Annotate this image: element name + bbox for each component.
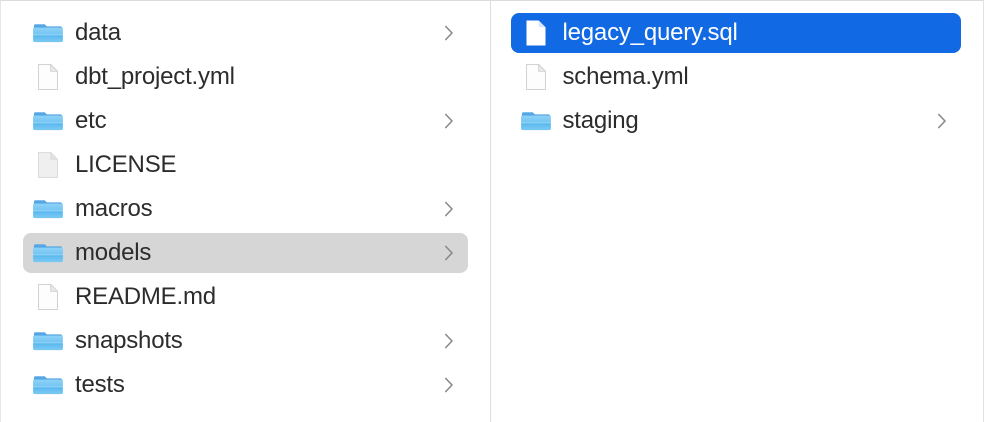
- folder-row[interactable]: tests: [23, 365, 468, 405]
- item-label: macros: [75, 195, 153, 222]
- folder-row[interactable]: models: [23, 233, 468, 273]
- document-icon: [521, 18, 551, 48]
- chevron-right-icon: [442, 23, 456, 43]
- chevron-right-icon: [442, 331, 456, 351]
- folder-icon: [33, 370, 63, 400]
- finder-column-child[interactable]: legacy_query.sql schema.yml staging: [490, 1, 983, 422]
- item-label: data: [75, 19, 121, 46]
- file-row[interactable]: README.md: [23, 277, 468, 317]
- folder-icon: [33, 326, 63, 356]
- folder-row[interactable]: data: [23, 13, 468, 53]
- item-label: staging: [562, 107, 639, 134]
- item-label: legacy_query.sql: [562, 19, 738, 46]
- chevron-right-icon: [442, 375, 456, 395]
- folder-row[interactable]: snapshots: [23, 321, 468, 361]
- chevron-right-icon: [442, 199, 456, 219]
- item-label: README.md: [75, 283, 216, 310]
- chevron-right-icon: [442, 243, 456, 263]
- folder-row[interactable]: macros: [23, 189, 468, 229]
- folder-row[interactable]: staging: [511, 101, 962, 141]
- document-icon: [33, 62, 63, 92]
- file-row[interactable]: legacy_query.sql: [510, 13, 961, 53]
- item-label: LICENSE: [75, 151, 177, 178]
- item-label: models: [75, 239, 152, 266]
- document-icon: [33, 282, 63, 312]
- item-label: snapshots: [75, 327, 183, 354]
- folder-icon: [520, 106, 551, 136]
- folder-icon: [33, 18, 63, 48]
- generic-document-icon: [33, 150, 63, 180]
- folder-icon: [33, 106, 63, 136]
- item-label: schema.yml: [562, 63, 689, 90]
- folder-icon: [33, 238, 63, 268]
- document-icon: [521, 62, 551, 92]
- folder-row[interactable]: etc: [23, 101, 468, 141]
- item-label: etc: [75, 107, 107, 134]
- file-row[interactable]: schema.yml: [511, 57, 962, 97]
- item-label: dbt_project.yml: [75, 63, 235, 90]
- file-row[interactable]: LICENSE: [23, 145, 468, 185]
- chevron-right-icon: [442, 111, 456, 131]
- folder-icon: [33, 194, 63, 224]
- file-row[interactable]: dbt_project.yml: [23, 57, 468, 97]
- item-label: tests: [75, 371, 125, 398]
- chevron-right-icon: [935, 111, 949, 131]
